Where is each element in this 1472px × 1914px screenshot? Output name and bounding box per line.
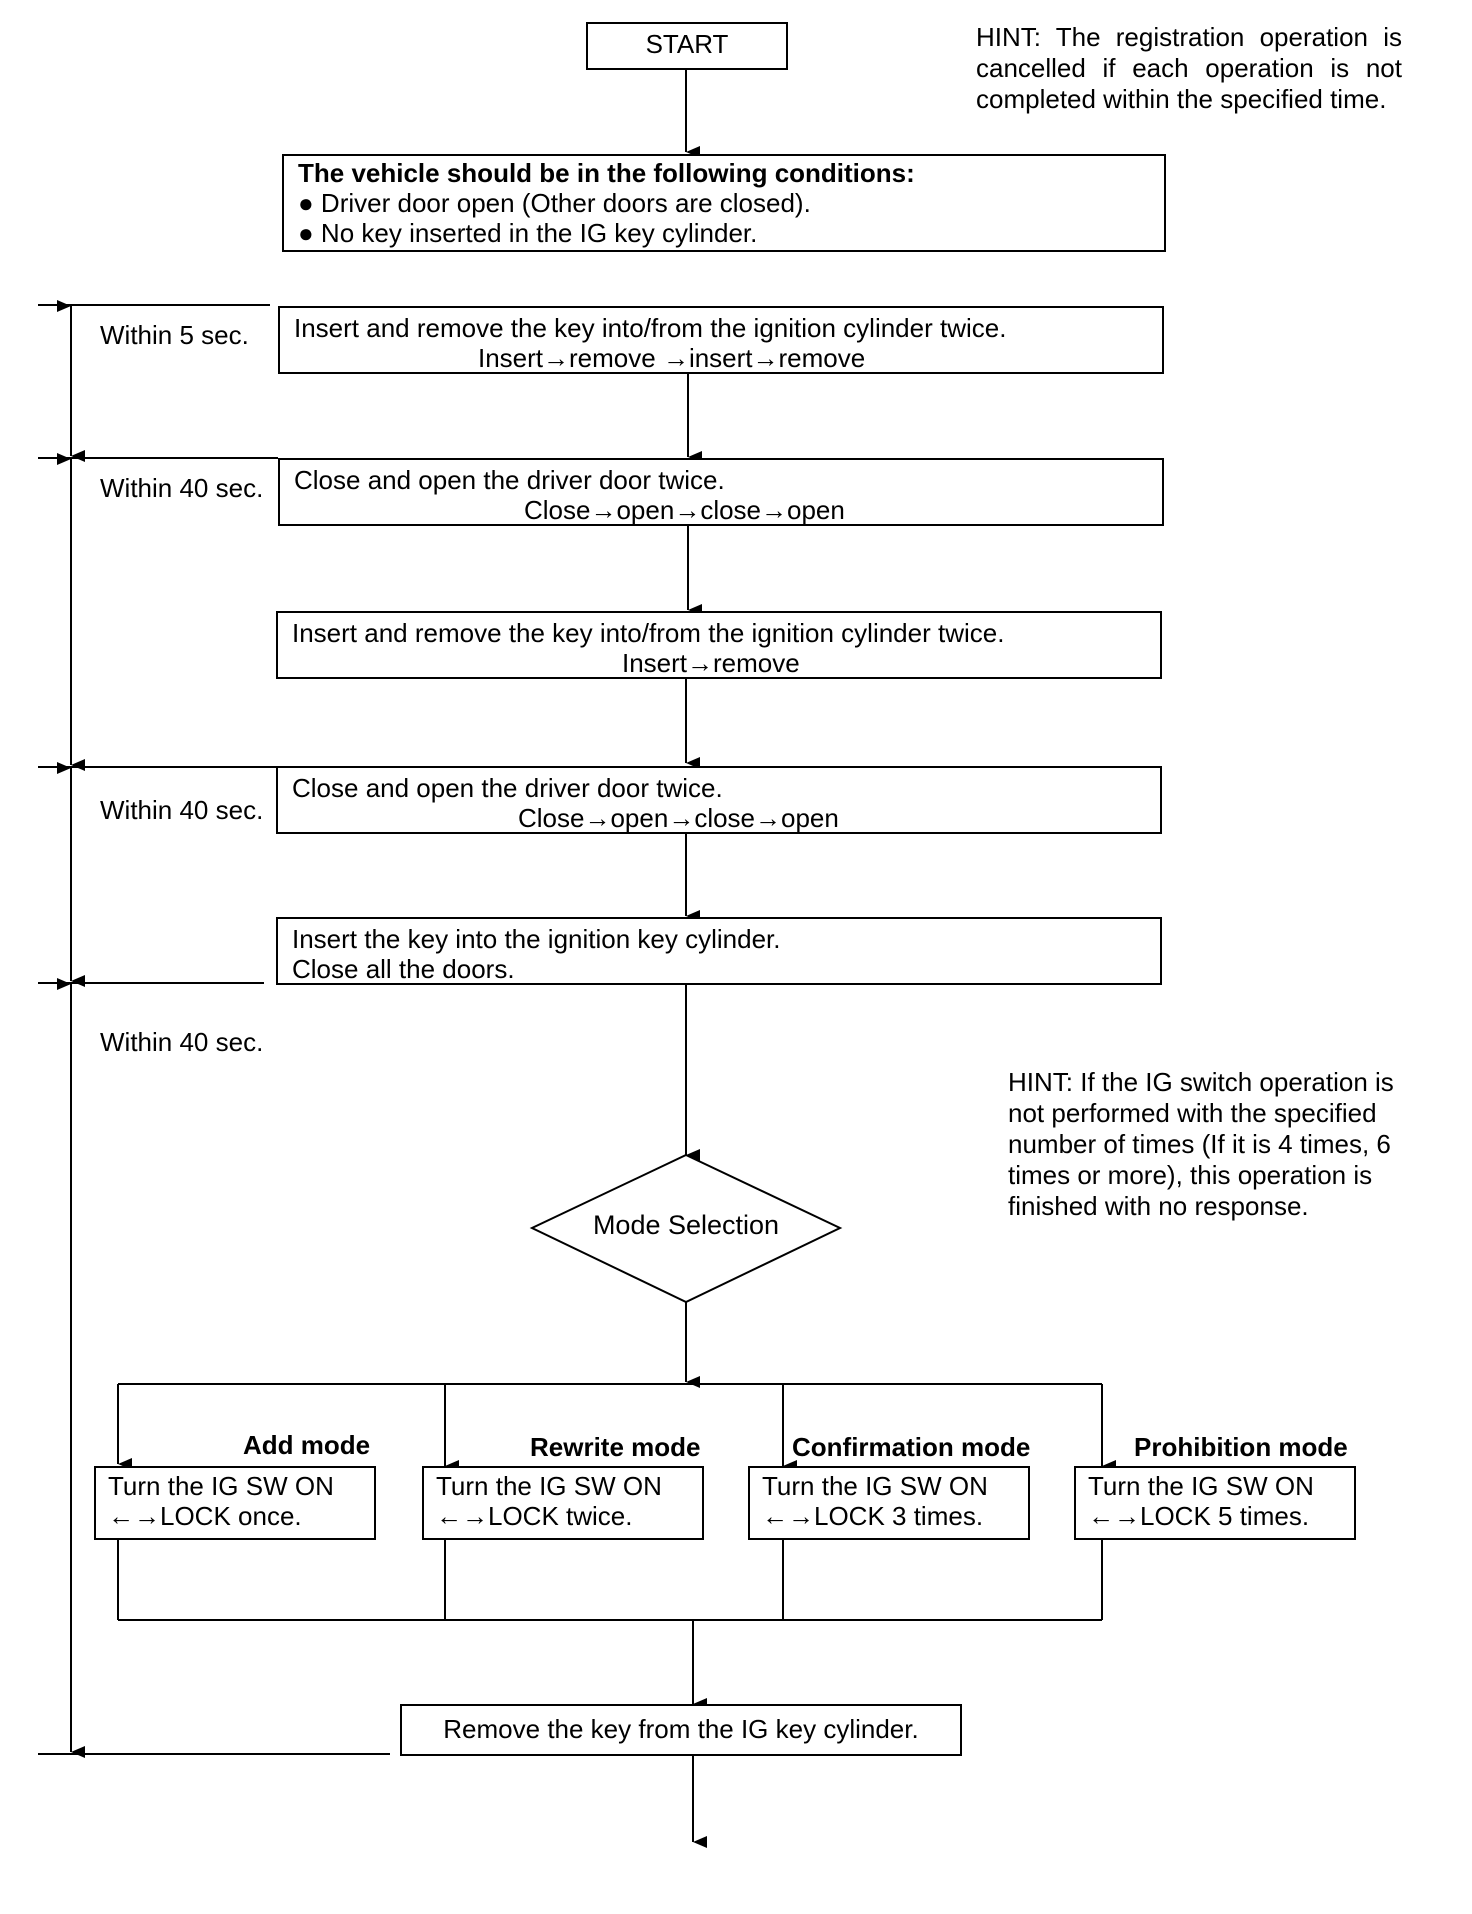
step-1-line2: Insert→remove →insert→remove — [478, 343, 866, 373]
mode-label-rewrite: Rewrite mode — [530, 1432, 701, 1462]
step-4-line2: Close→open→close→open — [518, 803, 839, 833]
mode-label-add: Add mode — [243, 1430, 371, 1460]
start-node: START — [586, 22, 788, 70]
step-2-line1: Close and open the driver door twice. — [294, 465, 725, 495]
mode-box-rewrite: Turn the IG SW ON ←→LOCK twice. — [422, 1466, 704, 1540]
step-5-line1: Insert the key into the ignition key cyl… — [292, 924, 781, 954]
condition-item: ● Driver door open (Other doors are clos… — [298, 188, 811, 218]
step-1-box: Insert and remove the key into/from the … — [278, 306, 1164, 374]
decision-label: Mode Selection — [592, 1210, 780, 1240]
step-3-line2: Insert→remove — [622, 648, 800, 678]
hint-ig-switch: HINT: If the IG switch operation is not … — [1008, 1067, 1394, 1221]
timer-label-4: Within 40 sec. — [100, 1027, 264, 1057]
step-5-line2: Close all the doors. — [292, 954, 515, 984]
mode-box-prohibition: Turn the IG SW ON ←→LOCK 5 times. — [1074, 1466, 1356, 1540]
mode-box-confirmation: Turn the IG SW ON ←→LOCK 3 times. — [748, 1466, 1030, 1540]
start-label: START — [645, 29, 729, 59]
final-step-label: Remove the key from the IG key cylinder. — [443, 1714, 919, 1744]
timer-label-2: Within 40 sec. — [100, 473, 264, 503]
mode-label-prohibition: Prohibition mode — [1134, 1432, 1348, 1462]
step-1-line1: Insert and remove the key into/from the … — [294, 313, 1007, 343]
step-4-line1: Close and open the driver door twice. — [292, 773, 723, 803]
mode-label-confirmation: Confirmation mode — [792, 1432, 1031, 1462]
timer-label-1: Within 5 sec. — [100, 320, 249, 350]
step-4-box: Close and open the driver door twice. Cl… — [276, 766, 1162, 834]
mode-box-add: Turn the IG SW ON ←→LOCK once. — [94, 1466, 376, 1540]
timer-label-3: Within 40 sec. — [100, 795, 264, 825]
final-step-box: Remove the key from the IG key cylinder. — [400, 1704, 962, 1756]
hint-registration-timeout: HINT: The registration operation is canc… — [976, 22, 1402, 114]
conditions-box: The vehicle should be in the following c… — [282, 154, 1166, 252]
step-5-box: Insert the key into the ignition key cyl… — [276, 917, 1162, 985]
step-3-box: Insert and remove the key into/from the … — [276, 611, 1162, 679]
step-2-line2: Close→open→close→open — [524, 495, 845, 525]
condition-item: ● No key inserted in the IG key cylinder… — [298, 218, 758, 248]
conditions-title: The vehicle should be in the following c… — [298, 158, 915, 188]
step-3-line1: Insert and remove the key into/from the … — [292, 618, 1005, 648]
decision-diamond — [529, 1153, 843, 1304]
step-2-box: Close and open the driver door twice. Cl… — [278, 458, 1164, 526]
